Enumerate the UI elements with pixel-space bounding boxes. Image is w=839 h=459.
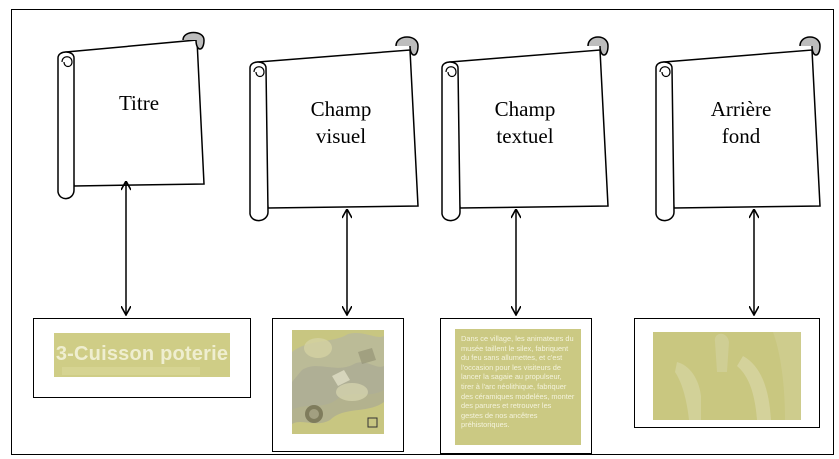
visual-field-photo (292, 330, 384, 434)
scroll-shape-arriere-fond (655, 36, 821, 222)
title-banner-strip (62, 367, 200, 375)
photo-image (292, 330, 384, 434)
scroll-shape-champ-visuel (249, 36, 419, 222)
text-field-paragraph: Dans ce village, les animateurs du musée… (461, 334, 575, 430)
preview-box-arriere-fond (634, 318, 820, 428)
background-motif (653, 332, 801, 420)
title-banner-text: 3-Cuisson poterie (55, 343, 229, 365)
scroll-shape-champ-textuel (441, 36, 609, 222)
scroll-label-titre: Titre (118, 91, 160, 115)
scroll-shape-titre (57, 31, 205, 200)
background-texture (653, 332, 801, 420)
title-banner: 3-Cuisson poterie (54, 333, 230, 377)
scroll-label-champ-textuel: Champ textuel (494, 97, 556, 148)
preview-box-champ-visuel (272, 318, 404, 452)
scroll-label-arriere-fond: Arrière fond (710, 97, 772, 148)
preview-box-titre: 3-Cuisson poterie (33, 318, 251, 398)
text-field-panel: Dans ce village, les animateurs du musée… (455, 329, 581, 445)
preview-box-champ-textuel: Dans ce village, les animateurs du musée… (440, 318, 592, 454)
diagram-frame (11, 9, 834, 455)
scroll-label-champ-visuel: Champ visuel (310, 97, 372, 148)
